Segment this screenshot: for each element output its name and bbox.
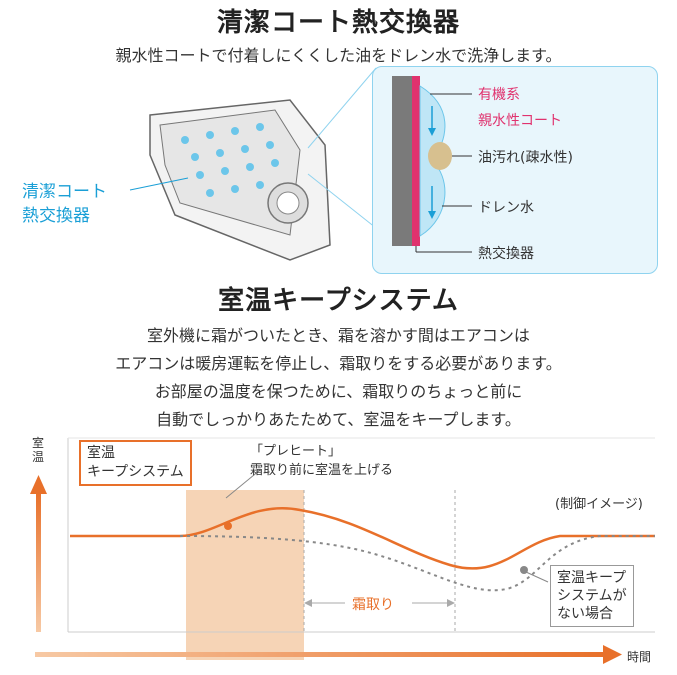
no-system-line2: システムが bbox=[557, 588, 627, 604]
no-system-leader bbox=[525, 571, 549, 583]
defrost-arrow-left-head bbox=[304, 599, 312, 607]
system-label-line2: キープシステム bbox=[87, 464, 184, 480]
system-label-line1: 室温 bbox=[87, 445, 115, 461]
section1-subtitle: 親水性コートで付着しにくくした油をドレン水で洗浄します。 bbox=[115, 46, 562, 65]
system-marker bbox=[224, 522, 232, 530]
defrost-label: 霜取り bbox=[352, 597, 394, 613]
chart-note: (制御イメージ) bbox=[555, 497, 643, 512]
room-temp-chart bbox=[30, 437, 655, 664]
body-line-4: 自動でしっかりあたためて、室温をキープします。 bbox=[156, 410, 521, 429]
no-system-box: 室温キープ システムが ない場合 bbox=[550, 565, 634, 627]
coating-cross-section bbox=[392, 76, 472, 253]
y-axis-arrow-head bbox=[30, 475, 47, 494]
x-axis-arrow-head bbox=[603, 645, 622, 664]
zoom-connector-lines bbox=[307, 67, 377, 229]
unit-label-line1: 清潔コート bbox=[22, 182, 107, 202]
body-line-1: 室外機に霜がついたとき、霜を溶かす間はエアコンは bbox=[147, 326, 530, 345]
section1-title: 清潔コート熱交換器 bbox=[216, 8, 460, 38]
preheat-leader bbox=[225, 469, 261, 499]
curve-without-system bbox=[179, 535, 655, 592]
y-axis-arrow-shaft bbox=[36, 492, 41, 632]
no-system-line3: ない場合 bbox=[557, 606, 613, 622]
curve-with-system bbox=[70, 507, 655, 570]
preheat-title: 「プレヒート」 bbox=[250, 444, 342, 459]
no-system-line1: 室温キープ bbox=[557, 570, 627, 586]
callout-exchanger: 熱交換器 bbox=[478, 246, 534, 262]
section2-title: 室温キープシステム bbox=[218, 286, 459, 316]
callout-oil: 油汚れ(疎水性) bbox=[478, 150, 573, 166]
defrost-arrow-right-head bbox=[447, 599, 455, 607]
unit-label-line2: 熱交換器 bbox=[22, 206, 90, 226]
preheat-desc: 霜取り前に室温を上げる bbox=[250, 463, 394, 478]
unit-label-leader-line bbox=[129, 177, 189, 191]
body-line-2: エアコンは暖房運転を停止し、霜取りをする必要があります。 bbox=[115, 354, 562, 373]
unit-label: 清潔コート 熱交換器 bbox=[22, 180, 107, 228]
body-line-3: お部屋の温度を保つために、霜取りのちょっと前に bbox=[154, 382, 523, 401]
system-label-box: 室温 キープシステム bbox=[79, 440, 192, 486]
x-axis-label: 時間 bbox=[627, 650, 652, 664]
callout-drain: ドレン水 bbox=[478, 200, 534, 216]
y-axis-label: 室温 bbox=[32, 436, 45, 464]
callout-coat-line2: 親水性コート bbox=[478, 113, 562, 129]
heat-exchanger-unit-illustration bbox=[149, 99, 331, 261]
callout-coat-line1: 有機系 bbox=[478, 87, 520, 103]
x-axis-arrow-shaft bbox=[35, 652, 605, 657]
